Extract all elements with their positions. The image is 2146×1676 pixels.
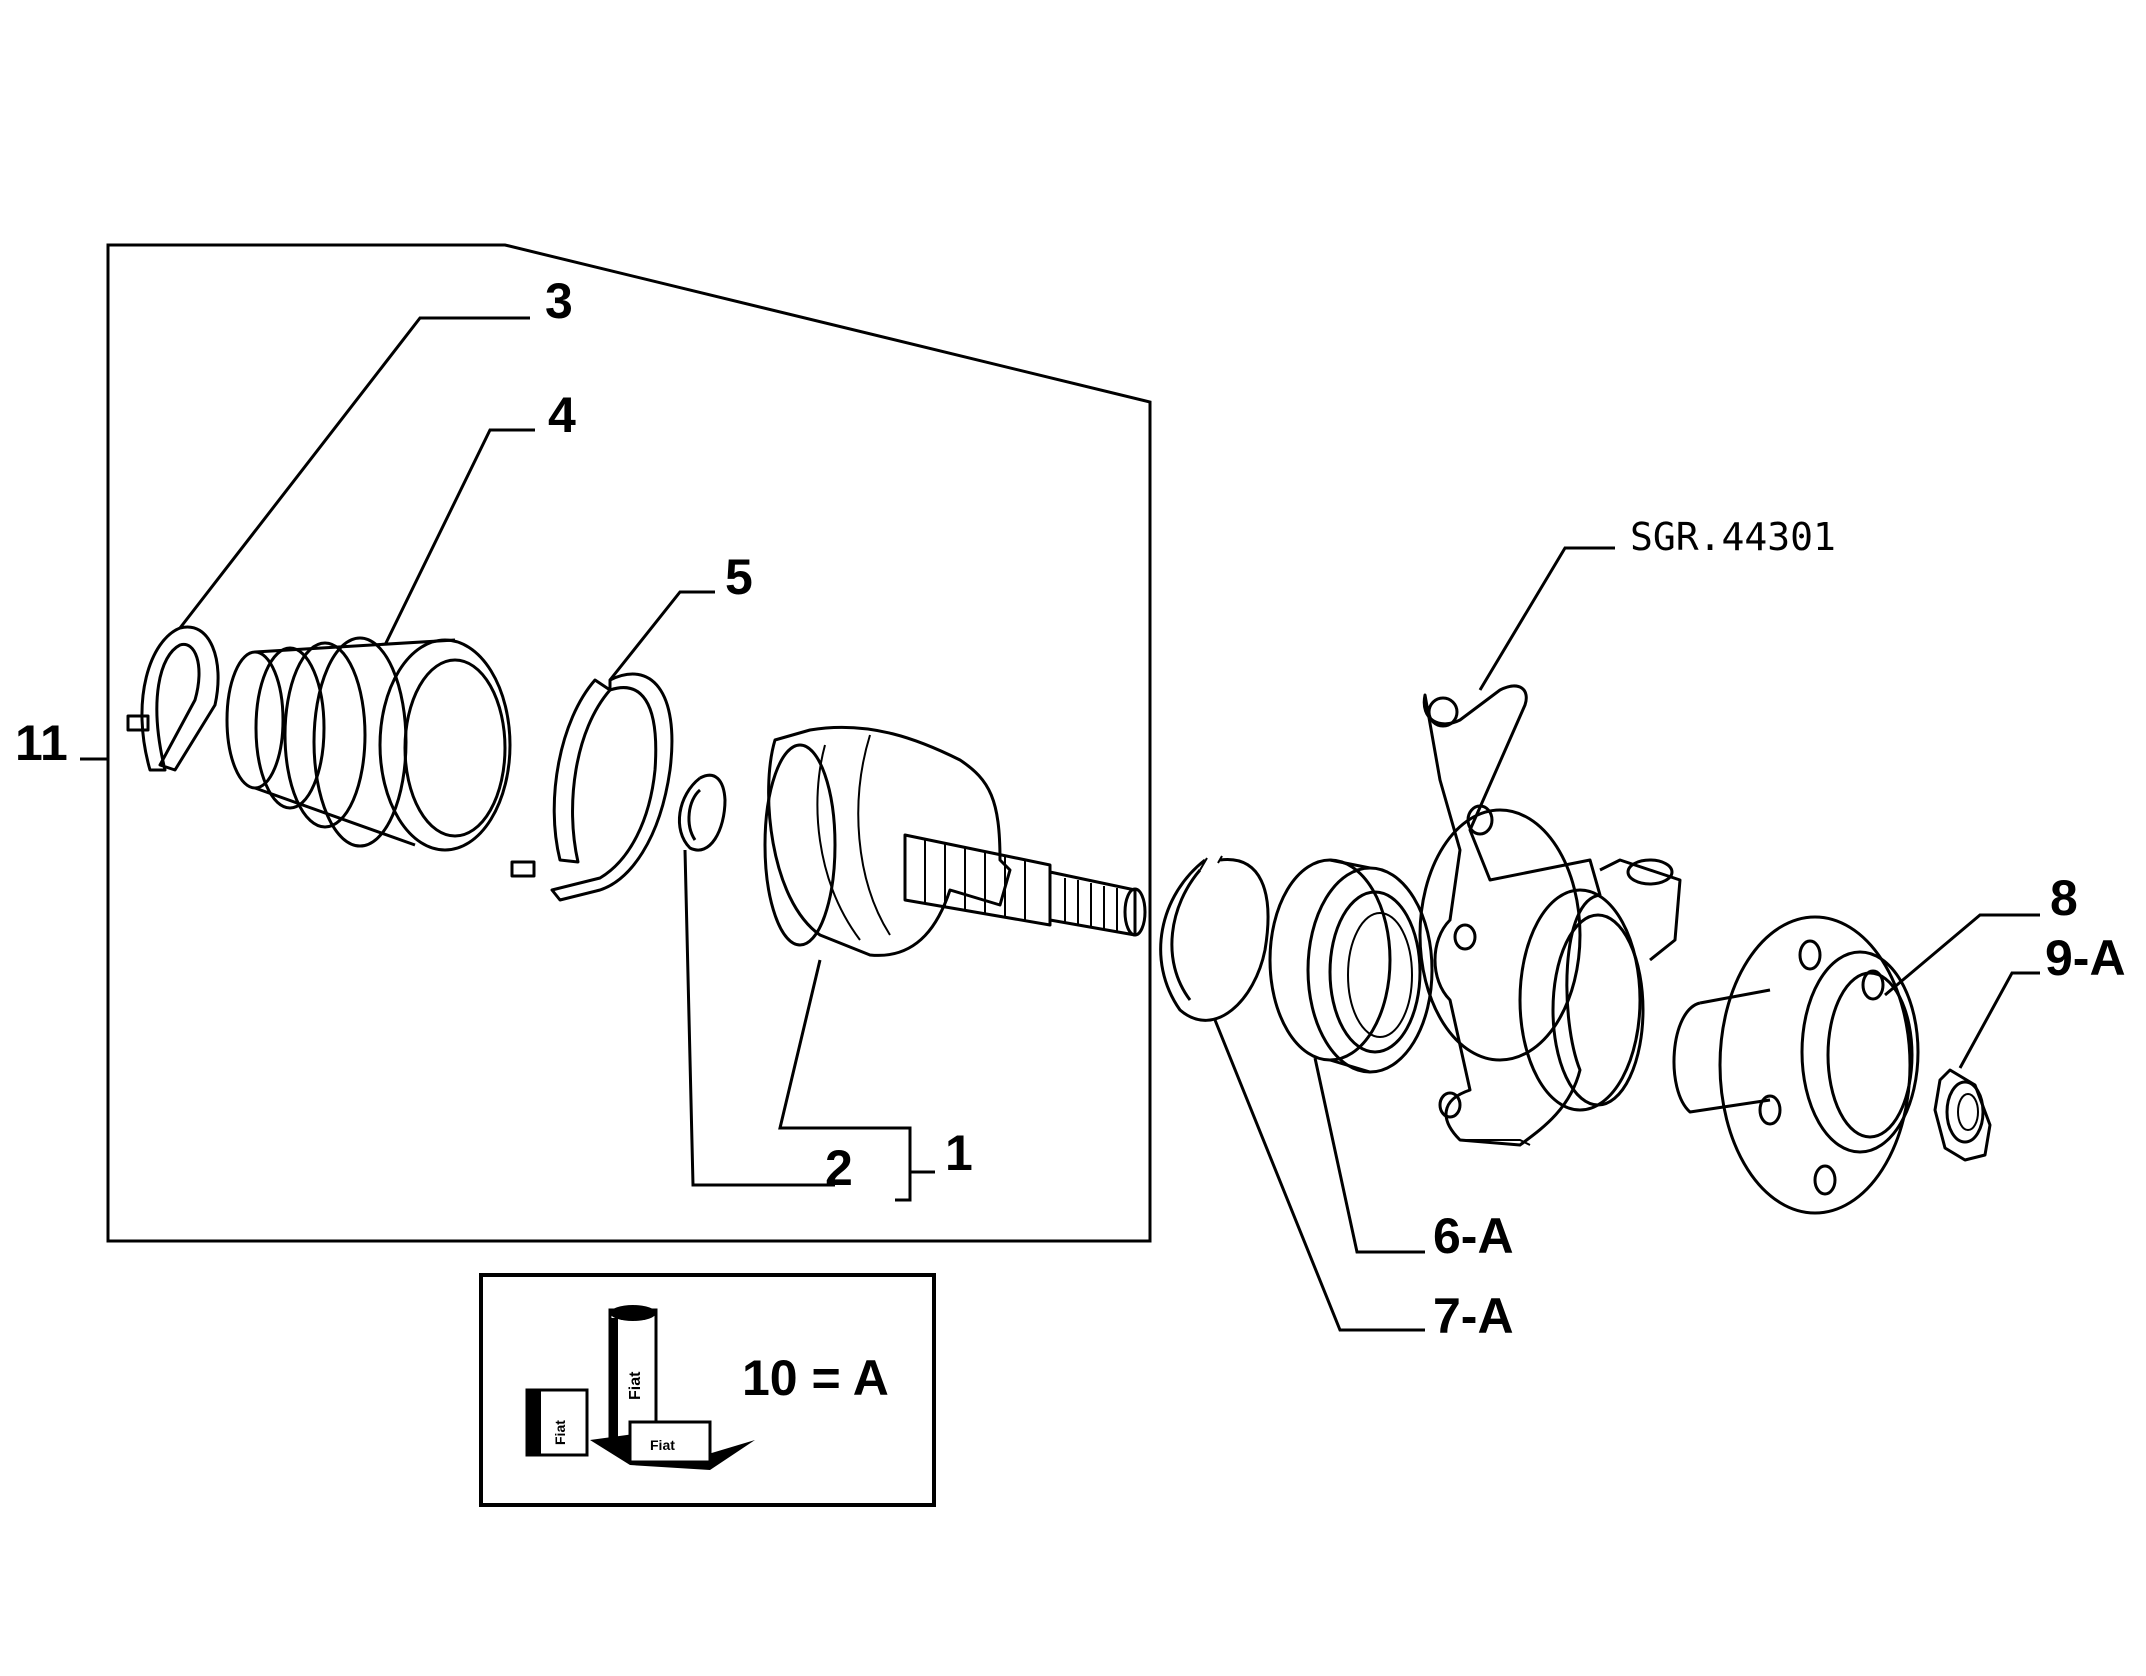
wheel-bearing-part-6a [1268, 858, 1434, 1074]
lubricant-icon: Fiat Fiat Fiat [525, 1305, 755, 1470]
tube-text: Fiat [627, 1371, 644, 1400]
legend-text: 10 = A [742, 1350, 889, 1406]
label-8: 8 [2050, 870, 2078, 926]
label-11: 11 [15, 715, 68, 771]
leader-1-joint [778, 959, 912, 1202]
leader-sgr [1478, 546, 1615, 691]
circlip-part-2 [677, 773, 727, 852]
box-text: Fiat [552, 1420, 568, 1445]
clamp-part-3 [126, 625, 220, 772]
tag-text: Fiat [650, 1437, 675, 1453]
snap-ring-part-7a [1159, 855, 1270, 1022]
kit-frame [106, 243, 1152, 1243]
hub-nut-part-9a [1933, 1068, 1992, 1162]
leader-4 [383, 428, 535, 646]
leader-7a [1213, 1019, 1425, 1332]
band-clamp-part-5 [510, 672, 674, 902]
label-1: 1 [945, 1125, 973, 1181]
cv-joint-part-1 [763, 725, 1147, 957]
label-7a: 7-A [1433, 1288, 1514, 1344]
label-9a: 9-A [2045, 930, 2126, 986]
label-2: 2 [825, 1140, 853, 1196]
label-5: 5 [725, 549, 753, 605]
boot-part-4 [225, 636, 512, 852]
label-6a: 6-A [1433, 1208, 1514, 1264]
leader-8 [1884, 913, 2040, 997]
leader-5 [608, 590, 715, 681]
leader-6a [1313, 1057, 1425, 1254]
reference-code: SGR.44301 [1630, 515, 1836, 559]
label-4: 4 [548, 387, 576, 443]
label-3: 3 [545, 273, 573, 329]
leader-3 [178, 316, 530, 629]
leader-2 [683, 849, 835, 1187]
steering-knuckle [1418, 684, 1682, 1147]
leader-9a [1958, 971, 2040, 1069]
wheel-hub-part-8 [1672, 915, 1920, 1215]
